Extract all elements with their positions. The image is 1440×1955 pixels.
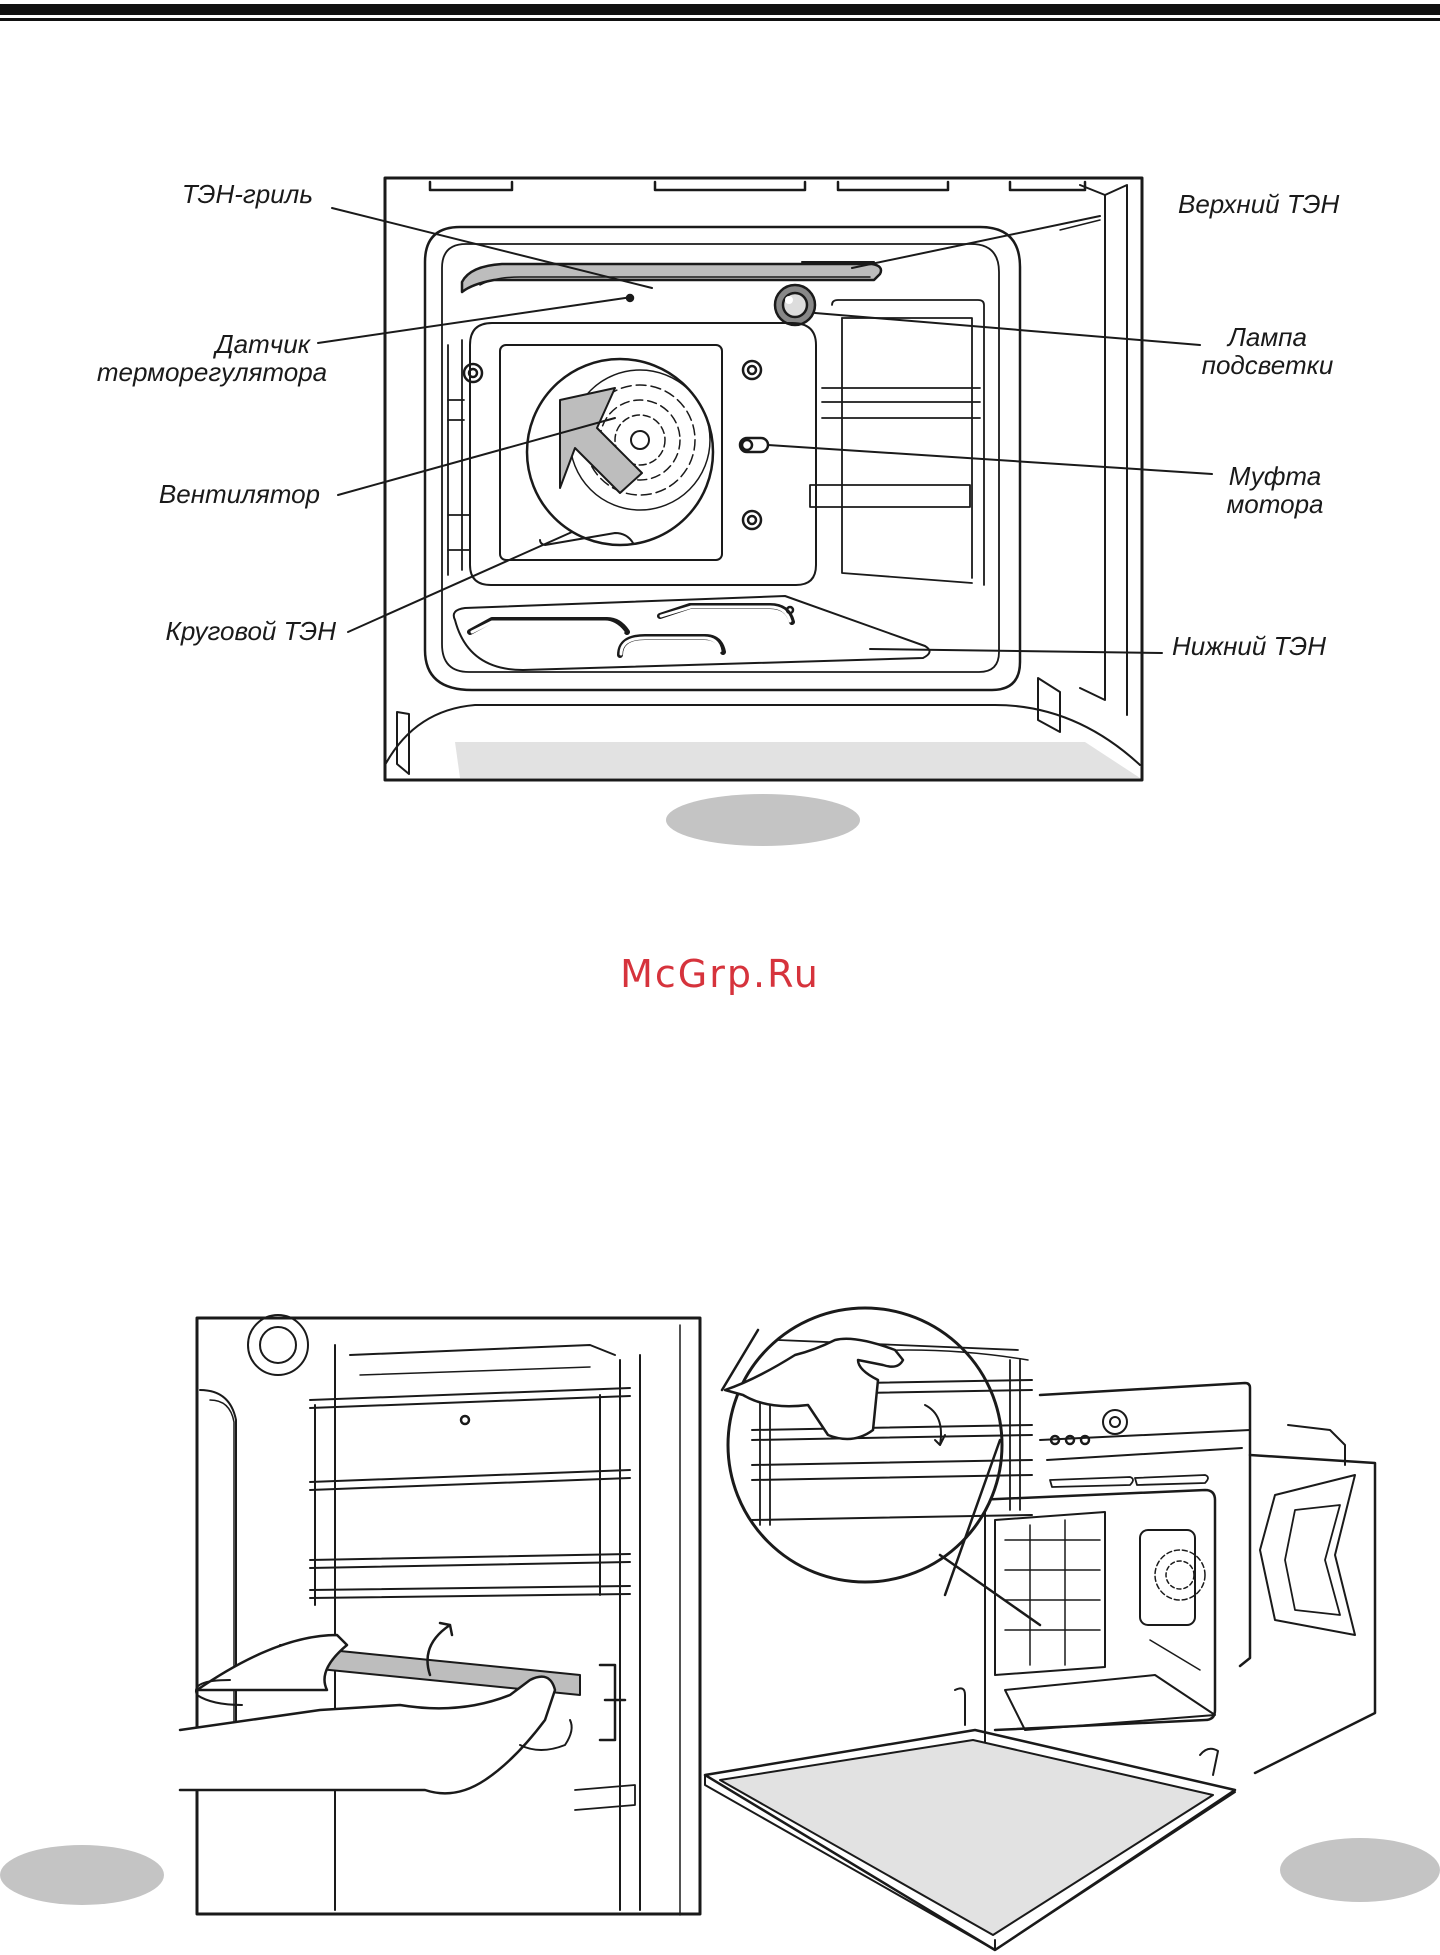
label-top-element: Верхний ТЭН [1178, 190, 1339, 218]
inner-rack [995, 1512, 1105, 1675]
watermark: McGrp.Ru [0, 952, 1440, 996]
label-bottom-element: Нижний ТЭН [1172, 632, 1326, 660]
label-thermostat-sensor-2: терморегулятора [60, 358, 364, 386]
right-rack [810, 300, 984, 585]
figure2 [180, 1315, 700, 1915]
label-motor-coupling-1: Муфта [1205, 462, 1345, 490]
door-floor [455, 742, 1140, 778]
figure3-badge [1280, 1838, 1440, 1902]
oven-side [1250, 1455, 1375, 1773]
oven-cavity [975, 1490, 1215, 1730]
label-fan: Вентилятор [100, 480, 320, 508]
label-grill-element: ТЭН-гриль [150, 180, 313, 208]
figure2-badge [0, 1845, 164, 1905]
figure2-frame [197, 1318, 700, 1914]
label-lamp-1: Лампа [1195, 323, 1340, 351]
label-lamp-2: подсветки [1185, 351, 1350, 379]
grill-element [462, 264, 881, 292]
hand-left [197, 1635, 347, 1690]
label-motor-coupling-2: мотора [1205, 490, 1345, 518]
label-thermostat-sensor-1: Датчик [100, 330, 310, 358]
figure3 [705, 1308, 1375, 1950]
top-vents [430, 182, 1085, 190]
figure1-badge [666, 794, 860, 846]
left-rack [448, 340, 470, 575]
fan-rotor [527, 359, 713, 545]
label-circular-element: Круговой ТЭН [100, 617, 336, 645]
